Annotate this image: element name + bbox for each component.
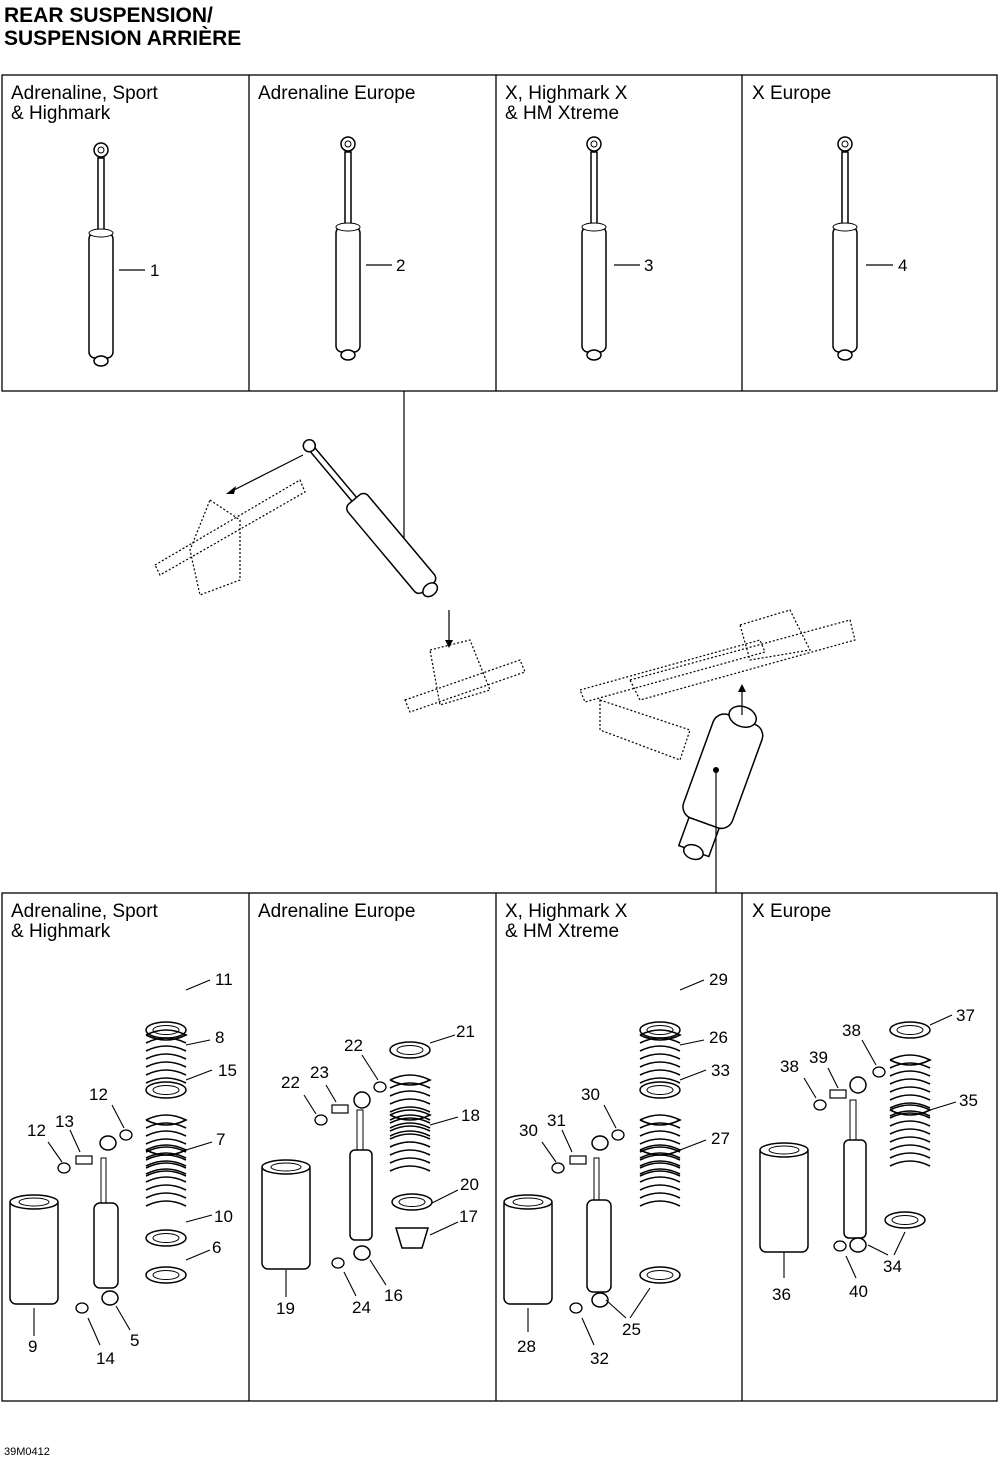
callout-10: 10 <box>214 1207 233 1226</box>
callout-23: 23 <box>310 1063 329 1082</box>
callout-20: 20 <box>460 1175 479 1194</box>
callout-22a: 22 <box>344 1036 363 1055</box>
callout-37: 37 <box>956 1006 975 1025</box>
callout-18: 18 <box>461 1106 480 1125</box>
callout-13: 13 <box>55 1112 74 1131</box>
callout-22b: 22 <box>281 1073 300 1092</box>
callout-39: 39 <box>809 1048 828 1067</box>
callout-30b: 30 <box>519 1121 538 1140</box>
panel-1-parts <box>9 979 213 1346</box>
callout-25: 25 <box>622 1320 641 1339</box>
callout-4: 4 <box>898 256 907 275</box>
panel-title-top-2: Adrenaline Europe <box>258 83 416 104</box>
callout-14: 14 <box>96 1349 115 1368</box>
callout-11: 11 <box>215 970 233 989</box>
callout-9: 9 <box>28 1337 37 1356</box>
callout-27: 27 <box>711 1129 730 1148</box>
callout-2: 2 <box>396 256 405 275</box>
panel-title-bottom-2: Adrenaline Europe <box>258 901 416 922</box>
panel-3-parts <box>503 979 707 1346</box>
callout-34: 34 <box>883 1257 902 1276</box>
assembly-illustration <box>154 391 856 893</box>
bottom-panel-frame <box>1 892 998 1402</box>
callout-6: 6 <box>212 1238 221 1257</box>
panel-title-top-3: X, Highmark X & HM Xtreme <box>505 83 628 124</box>
callout-5: 5 <box>130 1331 139 1350</box>
callout-15: 15 <box>218 1061 237 1080</box>
panel-title-bottom-4: X Europe <box>752 901 832 922</box>
callout-17: 17 <box>459 1207 478 1226</box>
callout-36: 36 <box>772 1285 791 1304</box>
shock-absorber-1 <box>88 142 114 367</box>
callout-16: 16 <box>384 1286 403 1305</box>
drawing-code: 39M0412 <box>4 1446 50 1458</box>
callout-33: 33 <box>711 1061 730 1080</box>
panel-title-top-4: X Europe <box>752 83 832 104</box>
callout-7: 7 <box>216 1130 225 1149</box>
rear-shock-mounted <box>677 705 764 861</box>
callout-26: 26 <box>709 1028 728 1047</box>
callout-12a: 12 <box>89 1085 108 1104</box>
callout-38b: 38 <box>780 1057 799 1076</box>
page-title: REAR SUSPENSION/ SUSPENSION ARRIÈRE <box>4 4 241 50</box>
shock-absorber-4 <box>832 136 858 361</box>
callout-21: 21 <box>456 1022 475 1041</box>
callout-28: 28 <box>517 1337 536 1356</box>
panel-title-top-1: Adrenaline, Sport & Highmark <box>11 83 158 124</box>
panel-title-bottom-1: Adrenaline, Sport & Highmark <box>11 901 158 942</box>
shock-absorber-2 <box>335 136 361 361</box>
top-panel-frame <box>1 74 998 392</box>
title-line-2: SUSPENSION ARRIÈRE <box>4 27 242 50</box>
callout-30a: 30 <box>581 1085 600 1104</box>
callout-38a: 38 <box>842 1021 861 1040</box>
panel-4-parts <box>759 1014 957 1279</box>
callout-31: 31 <box>547 1111 566 1130</box>
callout-40: 40 <box>849 1282 868 1301</box>
front-shock-mounted <box>302 438 439 598</box>
callout-12b: 12 <box>27 1121 46 1140</box>
title-line-1: REAR SUSPENSION/ <box>4 4 213 27</box>
callout-8: 8 <box>215 1028 224 1047</box>
panel-title-bottom-3: X, Highmark X & HM Xtreme <box>505 901 628 942</box>
panel-2-parts <box>261 1034 459 1297</box>
callout-35: 35 <box>959 1091 978 1110</box>
callout-29: 29 <box>709 970 728 989</box>
callout-32: 32 <box>590 1349 609 1368</box>
callout-1: 1 <box>150 261 159 280</box>
callout-19: 19 <box>276 1299 295 1318</box>
callout-24: 24 <box>352 1298 371 1317</box>
callout-3: 3 <box>644 256 653 275</box>
shock-absorber-3 <box>581 136 607 361</box>
